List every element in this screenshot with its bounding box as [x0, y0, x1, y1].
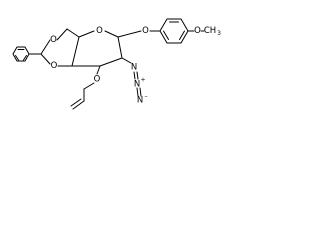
c2-to-c3-bond	[99, 57, 123, 67]
o-upper-to-c6-bond	[56, 28, 68, 41]
azide-n1-n2-bond-b	[136, 71, 139, 80]
acetal-to-o-lower-bond	[40, 53, 51, 65]
methoxyphenyl-ring	[159, 18, 189, 44]
acetal-oxygen-lower-label: O	[51, 61, 58, 71]
allyl-o-to-ch2-bond	[83, 82, 95, 90]
methoxyphenyl-double-bond-3	[163, 30, 169, 40]
allyl-vinyl-double-bond	[70, 98, 82, 107]
bond-lines	[12, 18, 205, 110]
azide-n3-label: N	[137, 96, 143, 106]
phenyl-ring	[12, 46, 30, 62]
phenyl-double-bond-3	[15, 55, 19, 61]
c1-to-glycosidic-o-bond	[117, 30, 142, 38]
azide-n2-n3-bond-a	[136, 87, 139, 97]
azide-n3-charge: –	[145, 94, 148, 101]
ring-oxygen-label: O	[96, 26, 103, 36]
methoxy-methyl-label: CH	[204, 26, 216, 36]
c4-to-c5-bond	[71, 36, 80, 67]
ring-o-to-c1-bond	[104, 30, 119, 38]
azide-n2-label: N	[134, 80, 140, 90]
methoxy-methyl-subscript: 3	[217, 30, 221, 37]
acetal-oxygen-upper-label: O	[50, 35, 57, 45]
phenyl-double-bond-2	[23, 55, 27, 61]
azide-n2-charge: +	[140, 77, 145, 84]
c2-to-azide-bond	[121, 57, 132, 64]
methoxy-oxygen-label: O	[194, 26, 201, 36]
glycosidic-oxygen-label: O	[142, 26, 149, 36]
azide-n2-n3-bond-b	[139, 87, 142, 97]
allyl-ch-to-ch2-bond	[72, 100, 85, 110]
allyl-oxygen-label: O	[94, 75, 101, 85]
azide-n1-label: N	[131, 63, 137, 73]
c1-to-c2-bond	[117, 36, 123, 59]
c6-to-c5-bond	[66, 28, 80, 38]
methoxyphenyl-double-bond-2	[179, 30, 185, 40]
c5-to-ring-o-bond	[78, 30, 95, 38]
c3-to-allyl-o-bond	[96, 65, 101, 75]
azide-n1-n2-bond-a	[133, 71, 136, 80]
acetal-to-o-upper-bond	[40, 39, 51, 55]
chemical-structure-diagram: O O O O O O CH 3 N N + N –	[12, 18, 221, 110]
